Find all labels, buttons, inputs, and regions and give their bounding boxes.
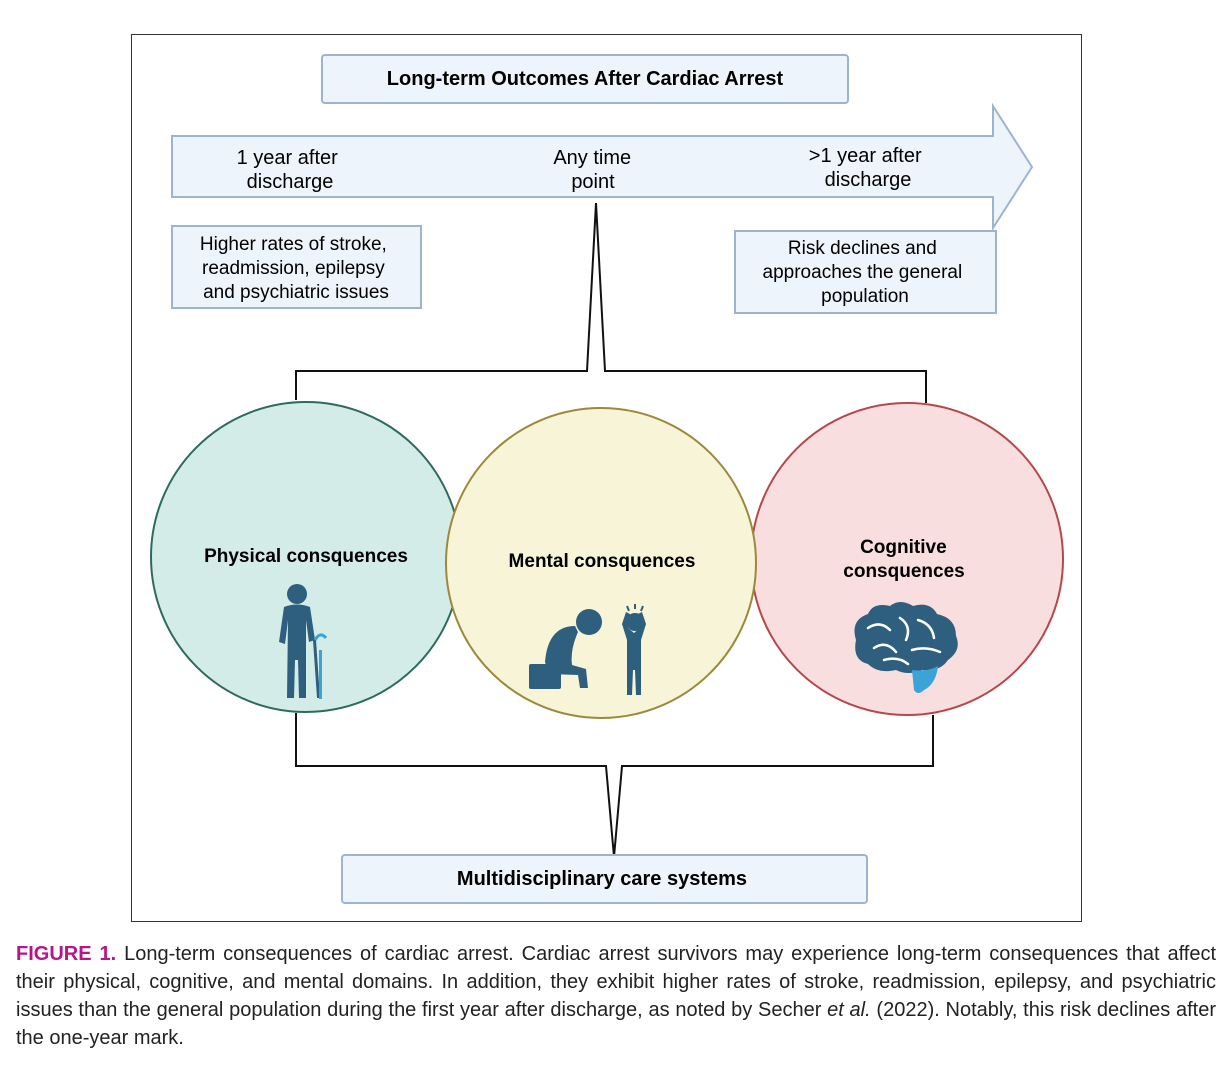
left-info-text: Higher rates of stroke, readmission, epi… — [200, 234, 392, 303]
caption-etal: et al. — [827, 999, 871, 1021]
figure-caption: FIGURE 1. Long-term consequences of card… — [16, 940, 1216, 1052]
title-box: Long-term Outcomes After Cardiac Arrest — [321, 54, 849, 104]
mental-label: Mental consquences — [509, 551, 696, 572]
caption-text-2: (2022). Notably, this risk declines afte… — [16, 999, 1217, 1049]
bottom-brace-connector — [295, 713, 934, 858]
bottom-box: Multidisciplinary care systems — [341, 854, 868, 904]
title-text: Long-term Outcomes After Cardiac Arrest — [387, 68, 784, 90]
brain-icon — [854, 602, 958, 693]
top-brace-connector — [295, 202, 927, 403]
caption-label: FIGURE 1. — [16, 943, 117, 965]
timeline-center-label: Any time point — [553, 147, 636, 193]
right-info-text: Risk declines and approaches the general… — [763, 238, 968, 307]
depressed-and-stressed-person-icon — [529, 604, 646, 695]
timeline-right-label: >1 year after discharge — [809, 145, 927, 191]
right-info-box: Risk declines and approaches the general… — [734, 230, 997, 314]
timeline-left-label: 1 year after discharge — [237, 147, 344, 193]
timeline-arrow: 1 year after discharge Any time point >1… — [171, 102, 1034, 232]
diagram-canvas: Long-term Outcomes After Cardiac Arrest … — [150, 54, 1064, 904]
elderly-person-with-cane-icon — [279, 584, 328, 699]
mental-circle — [445, 407, 757, 719]
left-info-box: Higher rates of stroke, readmission, epi… — [171, 225, 422, 309]
figure-frame — [131, 34, 1082, 922]
bottom-box-text: Multidisciplinary care systems — [457, 868, 747, 890]
cognitive-label: Cognitive consquences — [843, 537, 964, 582]
physical-label: Physical consquences — [204, 546, 408, 567]
caption-text-1: Long-term consequences of cardiac arrest… — [16, 943, 1216, 1021]
